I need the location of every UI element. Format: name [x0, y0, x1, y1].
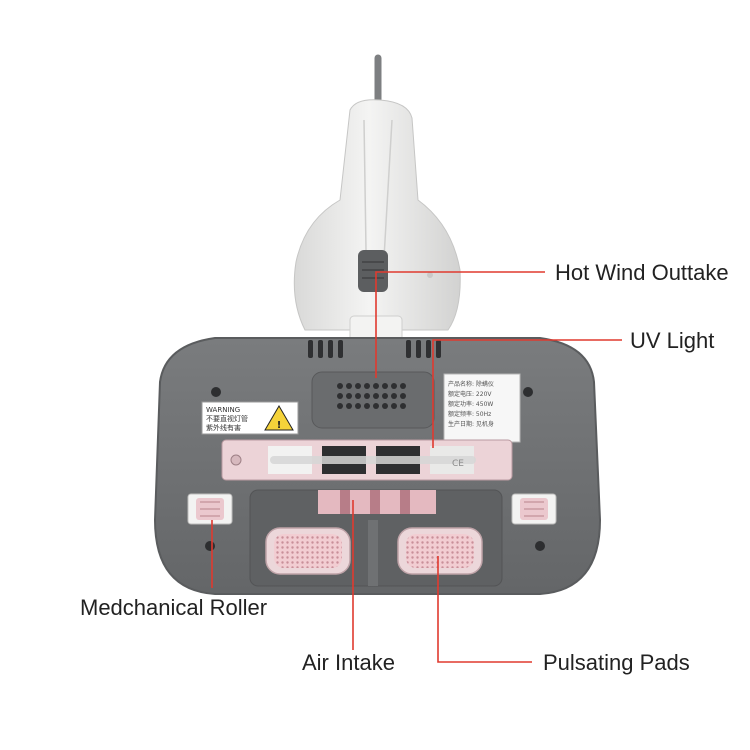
spec-label: 产品名称: 除螨仪 额定电压: 220V 额定功率: 450W 额定频率: 50… [443, 373, 521, 443]
spec-line-5: 生产日期: 见机身 [448, 420, 494, 428]
center-panel [311, 371, 435, 429]
uv-lamp-frame: CE [221, 439, 513, 481]
divider [368, 520, 378, 586]
callout-lines [211, 271, 622, 663]
right-pad [397, 527, 483, 575]
handle-screw [427, 272, 433, 278]
pads-line [437, 556, 532, 663]
warning-label: ! WARNING 不要直视灯管 紫外线有害 [201, 401, 299, 435]
callout-roller: Medchanical Roller [80, 595, 267, 620]
svg-text:!: ! [277, 420, 282, 431]
callout-hot-wind: Hot Wind Outtake [555, 260, 729, 285]
left-pad [265, 527, 351, 575]
frame-screw [230, 454, 242, 466]
spec-line-1: 产品名称: 除螨仪 [448, 380, 494, 388]
handle [293, 99, 461, 331]
warning-line-2: 紫外线有害 [206, 423, 241, 432]
callout-uv-light: UV Light [630, 328, 714, 353]
ce-mark: CE [452, 459, 464, 469]
right-roller [511, 493, 557, 525]
air-intake-opening [318, 490, 436, 514]
callout-air-intake: Air Intake [302, 650, 395, 675]
uv-tube [270, 456, 476, 464]
spec-line-4: 额定频率: 50Hz [448, 410, 491, 418]
exhaust-grille [337, 383, 406, 409]
left-roller [187, 493, 233, 525]
spec-line-2: 额定电压: 220V [448, 390, 492, 398]
uv-light-line [432, 339, 622, 448]
warning-line-1: 不要直视灯管 [206, 414, 248, 423]
callout-pulsating-pads: Pulsating Pads [543, 650, 690, 675]
warning-word: WARNING [206, 406, 240, 414]
spec-line-3: 额定功率: 450W [448, 400, 493, 408]
hot-wind-line [375, 271, 545, 378]
top-vents [308, 340, 441, 358]
